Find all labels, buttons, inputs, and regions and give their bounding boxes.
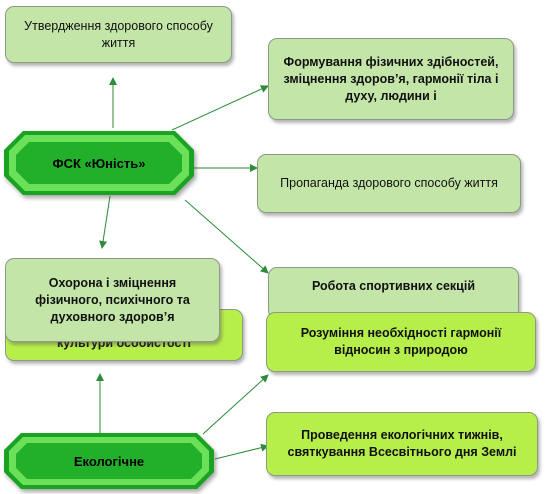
hub-fsk-shape <box>4 131 194 195</box>
box-sections: Робота спортивних секцій <box>268 267 519 319</box>
arrow-to-sections <box>184 199 269 274</box>
box-propaganda-text: Пропаганда здорового способу життя <box>280 176 498 190</box>
box-affirmation-text: Утвердження здорового способу життя <box>24 18 213 50</box>
box-protection-text: Охорона і зміцнення фізичного, психічног… <box>35 275 190 324</box>
box-ecoweeks: Проведення екологічних тижнів, святкуван… <box>266 412 538 476</box>
arrow-to-protection <box>99 195 111 249</box>
hub-eco: Екологічне <box>3 432 215 490</box>
box-formation-text: Формування фізичних здібностей, зміцненн… <box>283 54 499 103</box>
box-propaganda: Пропаганда здорового способу життя <box>257 154 521 213</box>
hub-fsk: ФСК «Юність» <box>3 130 195 196</box>
arrow-to-harmony <box>202 374 269 435</box>
hub-eco-label: Екологічне <box>73 453 145 469</box>
hub-fsk-label: ФСК «Юність» <box>52 155 146 171</box>
box-sections-text: Робота спортивних секцій <box>311 279 475 293</box>
box-protection: Охорона і зміцнення фізичного, психічног… <box>5 258 220 342</box>
arrow-to-formation <box>171 85 269 131</box>
arrow-to-ecoweeks <box>214 443 269 460</box>
box-formation: Формування фізичних здібностей, зміцненн… <box>268 38 514 120</box>
box-ecoweeks-text: Проведення екологічних тижнів, святкуван… <box>287 428 517 459</box>
box-affirmation: Утвердження здорового способу життя <box>5 6 232 63</box>
box-harmony-text: Розуміння необхідності гармонії відносин… <box>300 326 502 357</box>
hub-eco-shape <box>4 433 214 489</box>
box-harmony: Розуміння необхідності гармонії відносин… <box>266 312 536 372</box>
